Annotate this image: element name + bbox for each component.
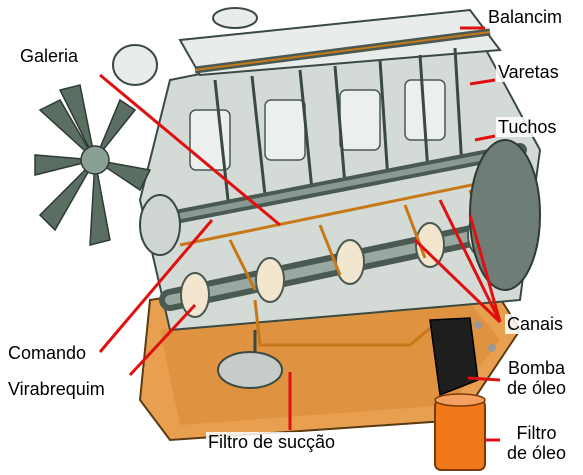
label-filtro-de-oleo: Filtro de óleo	[505, 423, 569, 463]
label-virabrequim: Virabrequim	[6, 379, 107, 399]
label-filtro-line1: Filtro	[516, 423, 557, 443]
label-bomba-line1: Bomba	[508, 358, 566, 378]
label-tuchos: Tuchos	[496, 117, 559, 137]
oil-filter	[434, 399, 486, 471]
fan	[34, 84, 152, 246]
label-filtro-line2: de óleo	[507, 443, 567, 463]
label-canais: Canais	[505, 314, 566, 334]
label-balancim: Balancim	[486, 7, 565, 27]
label-varetas: Varetas	[496, 62, 561, 82]
label-comando: Comando	[6, 343, 89, 363]
suction-filter	[217, 351, 283, 389]
label-bomba-line2: de óleo	[507, 378, 567, 398]
label-bomba-de-oleo: Bomba de óleo	[505, 358, 569, 398]
leader-lines	[98, 26, 502, 442]
label-filtro-de-succao: Filtro de sucção	[206, 432, 338, 452]
label-galeria: Galeria	[18, 46, 81, 66]
